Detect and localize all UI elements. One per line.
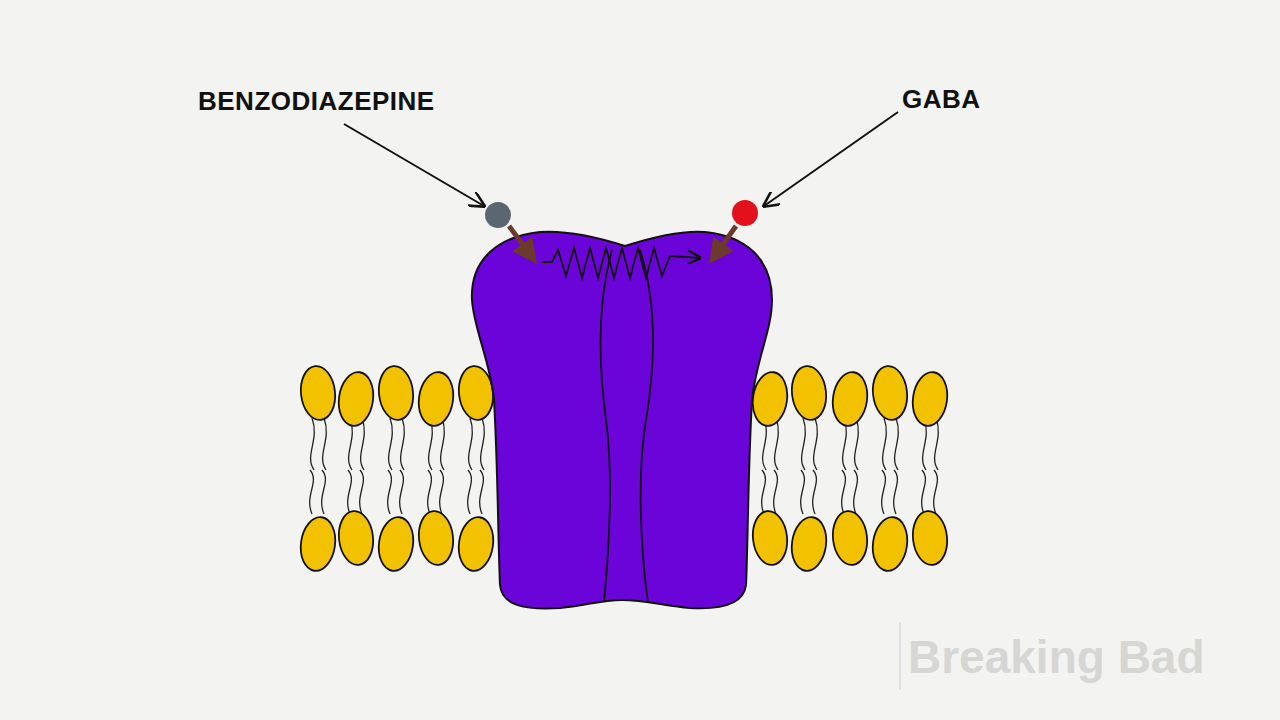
watermark-divider — [899, 622, 901, 690]
ligand-label: BENZODIAZEPINE — [198, 86, 435, 117]
leader-arrows — [344, 112, 898, 206]
ligand-binding — [485, 200, 758, 260]
ligand-label: GABA — [902, 84, 981, 115]
receptor-channel — [472, 232, 772, 609]
watermark: Breaking Bad — [908, 630, 1205, 684]
allosteric-spring — [542, 248, 700, 278]
